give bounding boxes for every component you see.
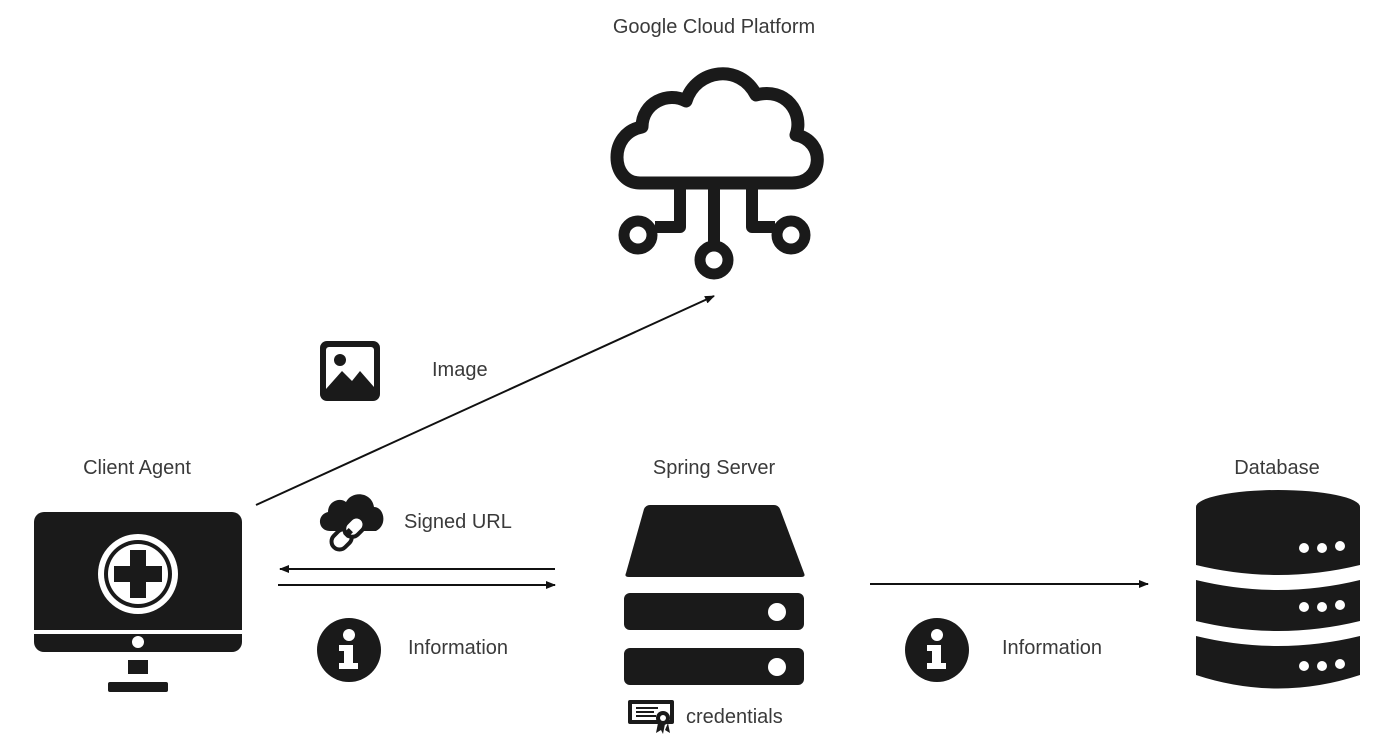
- signed-url-edge-label: Signed URL: [404, 511, 512, 533]
- cloud-title: Google Cloud Platform: [612, 16, 816, 38]
- info-icon: [317, 618, 381, 682]
- medical-monitor-icon: [34, 512, 242, 694]
- info-icon: [905, 618, 969, 682]
- server-icon: [624, 505, 806, 687]
- credentials-label: credentials: [686, 706, 783, 728]
- cloud-link-icon: [314, 489, 386, 557]
- client-information-edge-label: Information: [408, 637, 509, 659]
- database-title: Database: [1234, 457, 1320, 479]
- image-edge-label: Image: [432, 359, 488, 381]
- image-icon: [320, 341, 380, 401]
- client-title: Client Agent: [83, 457, 191, 479]
- database-icon: [1194, 490, 1362, 695]
- certificate-icon: [628, 700, 674, 734]
- cloud-network-icon: [600, 55, 830, 280]
- image-upload-arrow: [255, 295, 715, 506]
- server-information-edge-label: Information: [1002, 637, 1103, 659]
- server-title: Spring Server: [652, 457, 776, 479]
